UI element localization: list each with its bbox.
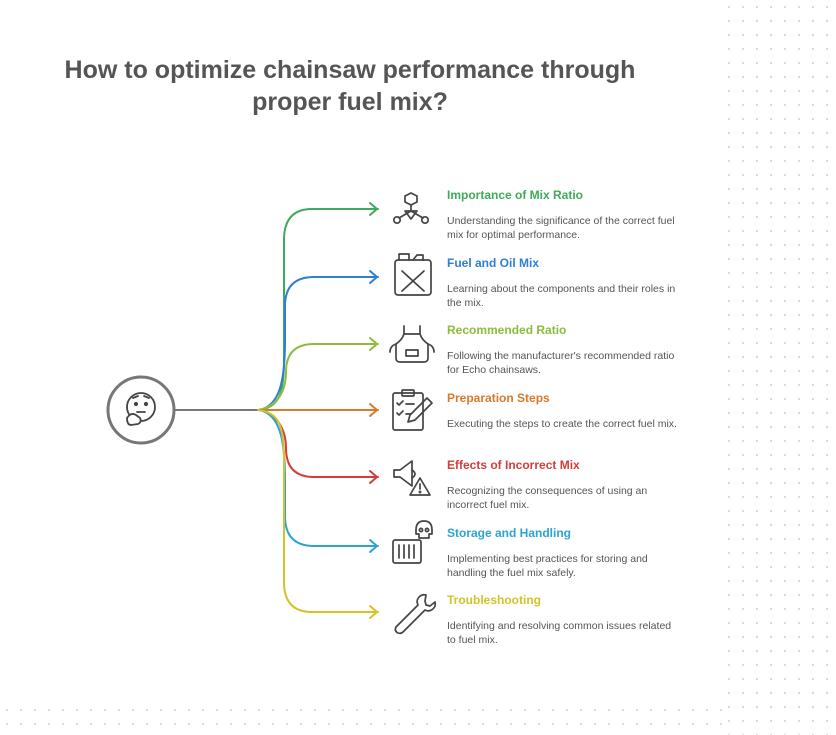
- arrowhead: [369, 470, 378, 484]
- item-description: Learning about the components and their …: [447, 283, 676, 309]
- clipboard-checklist-icon: [392, 389, 433, 431]
- item-description: Understanding the significance of the co…: [447, 215, 675, 241]
- dot-pattern-bottom: [0, 703, 722, 735]
- molecule-network-icon: [392, 192, 430, 225]
- item-description: Identifying and resolving common issues …: [447, 620, 672, 646]
- item-title: Importance of Mix Ratio: [447, 188, 584, 202]
- item-storage-and-handling: Storage and Handling Implementing best p…: [447, 526, 677, 580]
- arrowhead: [369, 605, 378, 619]
- item-importance-of-mix-ratio: Importance of Mix Ratio Understanding th…: [447, 188, 677, 242]
- item-title: Storage and Handling: [447, 526, 572, 540]
- arrowhead: [369, 202, 378, 216]
- arrowhead: [369, 539, 378, 553]
- item-title: Recommended Ratio: [447, 323, 567, 337]
- item-recommended-ratio: Recommended Ratio Following the manufact…: [447, 323, 677, 377]
- arrowhead: [369, 403, 378, 417]
- item-preparation-steps: Preparation Steps Executing the steps to…: [447, 391, 677, 432]
- item-title: Fuel and Oil Mix: [447, 256, 540, 270]
- branch-connector: [257, 409, 379, 613]
- title-line-2: proper fuel mix?: [252, 88, 448, 116]
- item-fuel-and-oil-mix: Fuel and Oil Mix Learning about the comp…: [447, 256, 677, 310]
- branch-connector: [259, 343, 379, 411]
- fuel-canister-icon: [394, 253, 432, 296]
- wrench-icon: [394, 593, 437, 635]
- title-line-1: How to optimize chainsaw performance thr…: [64, 56, 636, 84]
- item-effects-of-incorrect-mix: Effects of Incorrect Mix Recognizing the…: [447, 458, 677, 512]
- item-title: Preparation Steps: [447, 391, 550, 405]
- dot-pattern-right: [722, 0, 836, 735]
- toxic-container-skull-icon: [392, 520, 433, 564]
- item-title: Effects of Incorrect Mix: [447, 458, 580, 472]
- page-title: How to optimize chainsaw performance thr…: [0, 54, 700, 118]
- arrowhead: [369, 337, 378, 351]
- item-title: Troubleshooting: [447, 593, 541, 607]
- item-troubleshooting: Troubleshooting Identifying and resolvin…: [447, 593, 677, 647]
- item-description: Recognizing the consequences of using an…: [447, 485, 648, 511]
- arrowhead: [369, 270, 378, 284]
- item-description: Executing the steps to create the correc…: [447, 418, 677, 430]
- apron-icon: [389, 325, 435, 363]
- thinking-face-icon: [106, 375, 176, 445]
- branch-connector: [258, 276, 379, 411]
- branch-connector: [257, 208, 379, 411]
- speaker-warning-icon: [393, 460, 431, 496]
- item-description: Following the manufacturer's recommended…: [447, 350, 675, 376]
- item-description: Implementing best practices for storing …: [447, 553, 648, 579]
